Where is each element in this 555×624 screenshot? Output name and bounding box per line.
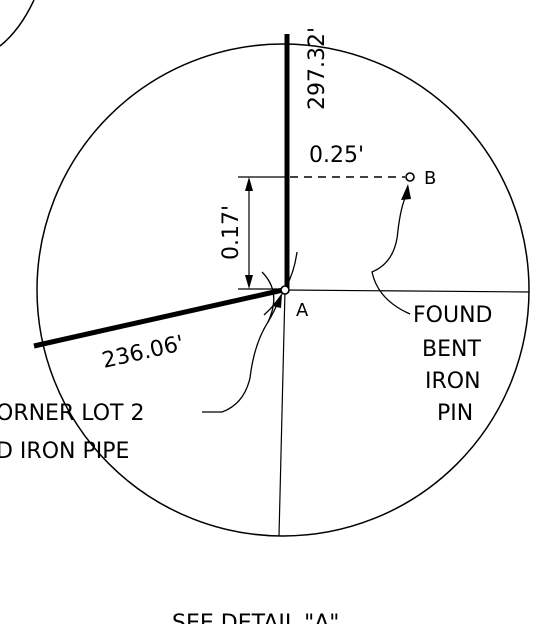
point-b-symbol xyxy=(405,172,415,182)
dim-arrow-up xyxy=(245,177,253,191)
left-boundary-line xyxy=(33,287,284,349)
south-radial-line xyxy=(278,289,286,537)
dim-vertical-line-label: 297.32' xyxy=(305,27,330,110)
found-pin-note-line1: FOUND xyxy=(413,303,492,328)
corner-leader xyxy=(202,299,280,413)
point-a-symbol xyxy=(280,285,290,295)
found-pin-note-line4: PIN xyxy=(437,401,473,426)
detail-circle xyxy=(36,43,530,537)
outer-arc xyxy=(0,0,35,47)
a-curve-lower xyxy=(261,271,275,323)
corner-note-line2: D IRON PIPE xyxy=(0,439,129,464)
found-pin-note-line3: IRON xyxy=(425,369,481,394)
found-pin-arrowhead xyxy=(401,184,411,200)
found-pin-note-line2: BENT xyxy=(422,337,481,362)
corner-arrowhead xyxy=(272,294,282,308)
corner-note-line1: ORNER LOT 2 xyxy=(0,401,144,426)
dim-horizontal-offset-label: 0.25' xyxy=(309,143,364,168)
dim-left-line-label: 236.06' xyxy=(100,331,186,374)
found-pin-leader xyxy=(371,195,411,315)
point-a-label: A xyxy=(296,300,309,321)
dim-vertical-offset-label: 0.17' xyxy=(219,205,244,260)
detail-caption: SEE DETAIL "A" xyxy=(172,611,339,624)
dim-arrow-down xyxy=(245,275,253,289)
east-radial-line xyxy=(284,289,530,293)
point-b-label: B xyxy=(424,168,436,189)
